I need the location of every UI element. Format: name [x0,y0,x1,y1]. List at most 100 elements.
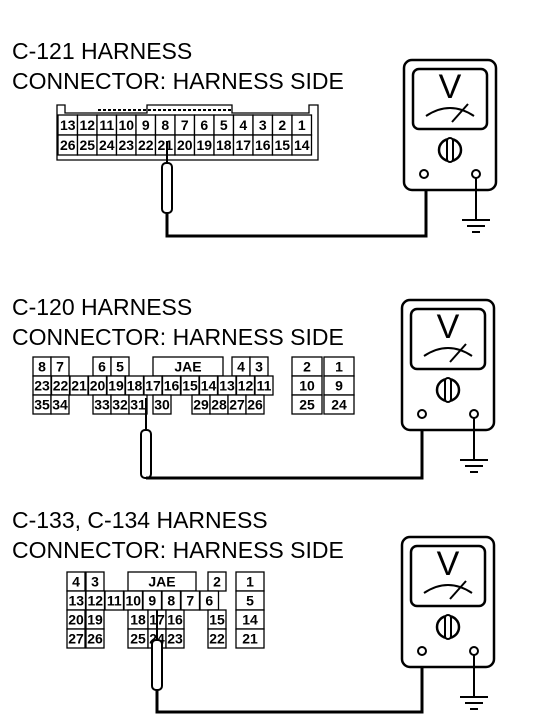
c120-terminal-13: 13 [219,378,235,394]
c120-terminal-32: 32 [112,397,128,413]
voltmeter-1: V [402,58,498,233]
c121-probe-body [161,162,173,214]
meter-symbol: V [437,308,460,346]
c121-housing [56,104,319,161]
c120-terminal-24: 24 [331,397,347,413]
c133-jae-label: JAE [148,574,175,590]
c133-terminal-22: 22 [209,631,225,647]
probe-and-wires [140,141,428,714]
c120-terminal-19: 19 [108,378,124,394]
c121-terminal-9: 9 [142,117,150,133]
meter-needle [451,103,469,123]
c133-terminal-23: 23 [167,631,183,647]
voltmeter-2: V [400,298,496,473]
c133-terminal-2: 2 [213,574,221,590]
meter-jack-positive [417,409,427,419]
c120-title-line1: C-120 HARNESS [12,294,193,320]
c121-terminal-2: 2 [278,117,286,133]
c133-terminal-10: 10 [125,593,141,609]
c121-title-line2: CONNECTOR: HARNESS SIDE [12,68,344,94]
meter-dial-pointer [444,614,452,640]
c133-c134-title-line1: C-133, C-134 HARNESS [12,507,268,533]
c120-terminal-34: 34 [52,397,68,413]
c120-terminal-18: 18 [127,378,143,394]
c120-terminal-25: 25 [299,397,315,413]
voltmeters: V V V [400,58,498,710]
c120-terminal-2: 2 [303,359,311,375]
c121-terminal-16: 16 [255,137,271,153]
c121-terminal-12: 12 [79,117,95,133]
meter-scale-arc [423,347,473,357]
c133-terminal-27-cell [66,628,86,649]
c121-terminal-6: 6 [200,117,208,133]
c120-terminal-5: 5 [116,359,124,375]
c133-terminal-1: 1 [246,574,254,590]
c121-terminal-13: 13 [60,117,76,133]
c133-terminal-26-cell [85,628,105,649]
c120-terminal-4: 4 [237,359,245,375]
c121-terminal-14: 14 [294,137,310,153]
c133-terminal-19: 19 [87,612,103,628]
meter-jack-negative [471,169,481,179]
c120-terminal-9: 9 [335,378,343,394]
c121-terminal-21: 21 [157,137,173,153]
c120-terminal-1: 1 [335,359,343,375]
c120-terminal-24-cell [323,394,355,415]
c133-probe-body [151,639,163,691]
c121-terminal-19: 19 [196,137,212,153]
c120-terminal-20: 20 [90,378,106,394]
c133-terminal-25: 25 [130,631,146,647]
meter-scale-arc [423,584,473,594]
c121-wire [165,178,428,238]
meter-jack-negative [469,646,479,656]
c133-terminal-27: 27 [68,631,84,647]
meter-dial-pointer [444,377,452,403]
c121-title-line1: C-121 HARNESS [12,38,193,64]
c121-terminal-8: 8 [161,117,169,133]
meter-symbol: V [437,545,460,583]
c120-terminal-22: 22 [53,378,69,394]
meter-jack-positive [417,646,427,656]
c120-terminal-10: 10 [299,378,315,394]
c120-terminal-26-cell [245,394,265,415]
c120-jae-label: JAE [174,359,201,375]
c121-terminal-5: 5 [220,117,228,133]
c120-terminal-29: 29 [193,397,209,413]
c120-terminal-30: 30 [154,397,170,413]
c120-terminal-27: 27 [229,397,245,413]
c120-title-line2: CONNECTOR: HARNESS SIDE [12,324,344,350]
c120-wire [146,422,424,480]
meter-display [409,307,487,371]
c121-terminal-25: 25 [79,137,95,153]
c120-terminal-30-cell [152,394,172,415]
c120-terminal-12: 12 [238,378,254,394]
meter-dial-pointer [446,137,454,163]
c120-terminal-34-cell [50,394,70,415]
c120-terminal-8: 8 [38,359,46,375]
c133-terminal-11: 11 [107,593,122,609]
c133-terminal-18: 18 [130,612,146,628]
c133-c134-title-line2: CONNECTOR: HARNESS SIDE [12,537,344,563]
c120-terminal-33: 33 [94,397,110,413]
c133-terminal-20: 20 [68,612,84,628]
c120-probe-body [140,429,152,479]
meter-display [409,544,487,608]
meter-symbol: V [439,68,462,106]
c121-terminal-14-cell [291,134,313,156]
c133-c134-connector: 43JAE21131211109876520191817161514272625… [66,571,265,649]
c121-terminal-23: 23 [118,137,134,153]
c121-terminal-11: 11 [99,117,114,133]
meter-jack-negative [469,409,479,419]
c121-terminal-26: 26 [60,137,76,153]
c120-terminal-35: 35 [34,397,50,413]
c121-terminal-24: 24 [99,137,115,153]
c120-terminal-17: 17 [145,378,161,394]
c133-terminal-13: 13 [68,593,84,609]
meter-needle [449,580,467,600]
c133-terminal-7: 7 [186,593,194,609]
c120-terminal-11: 11 [257,378,272,394]
c133-terminal-26: 26 [87,631,103,647]
meter-needle [449,343,467,363]
